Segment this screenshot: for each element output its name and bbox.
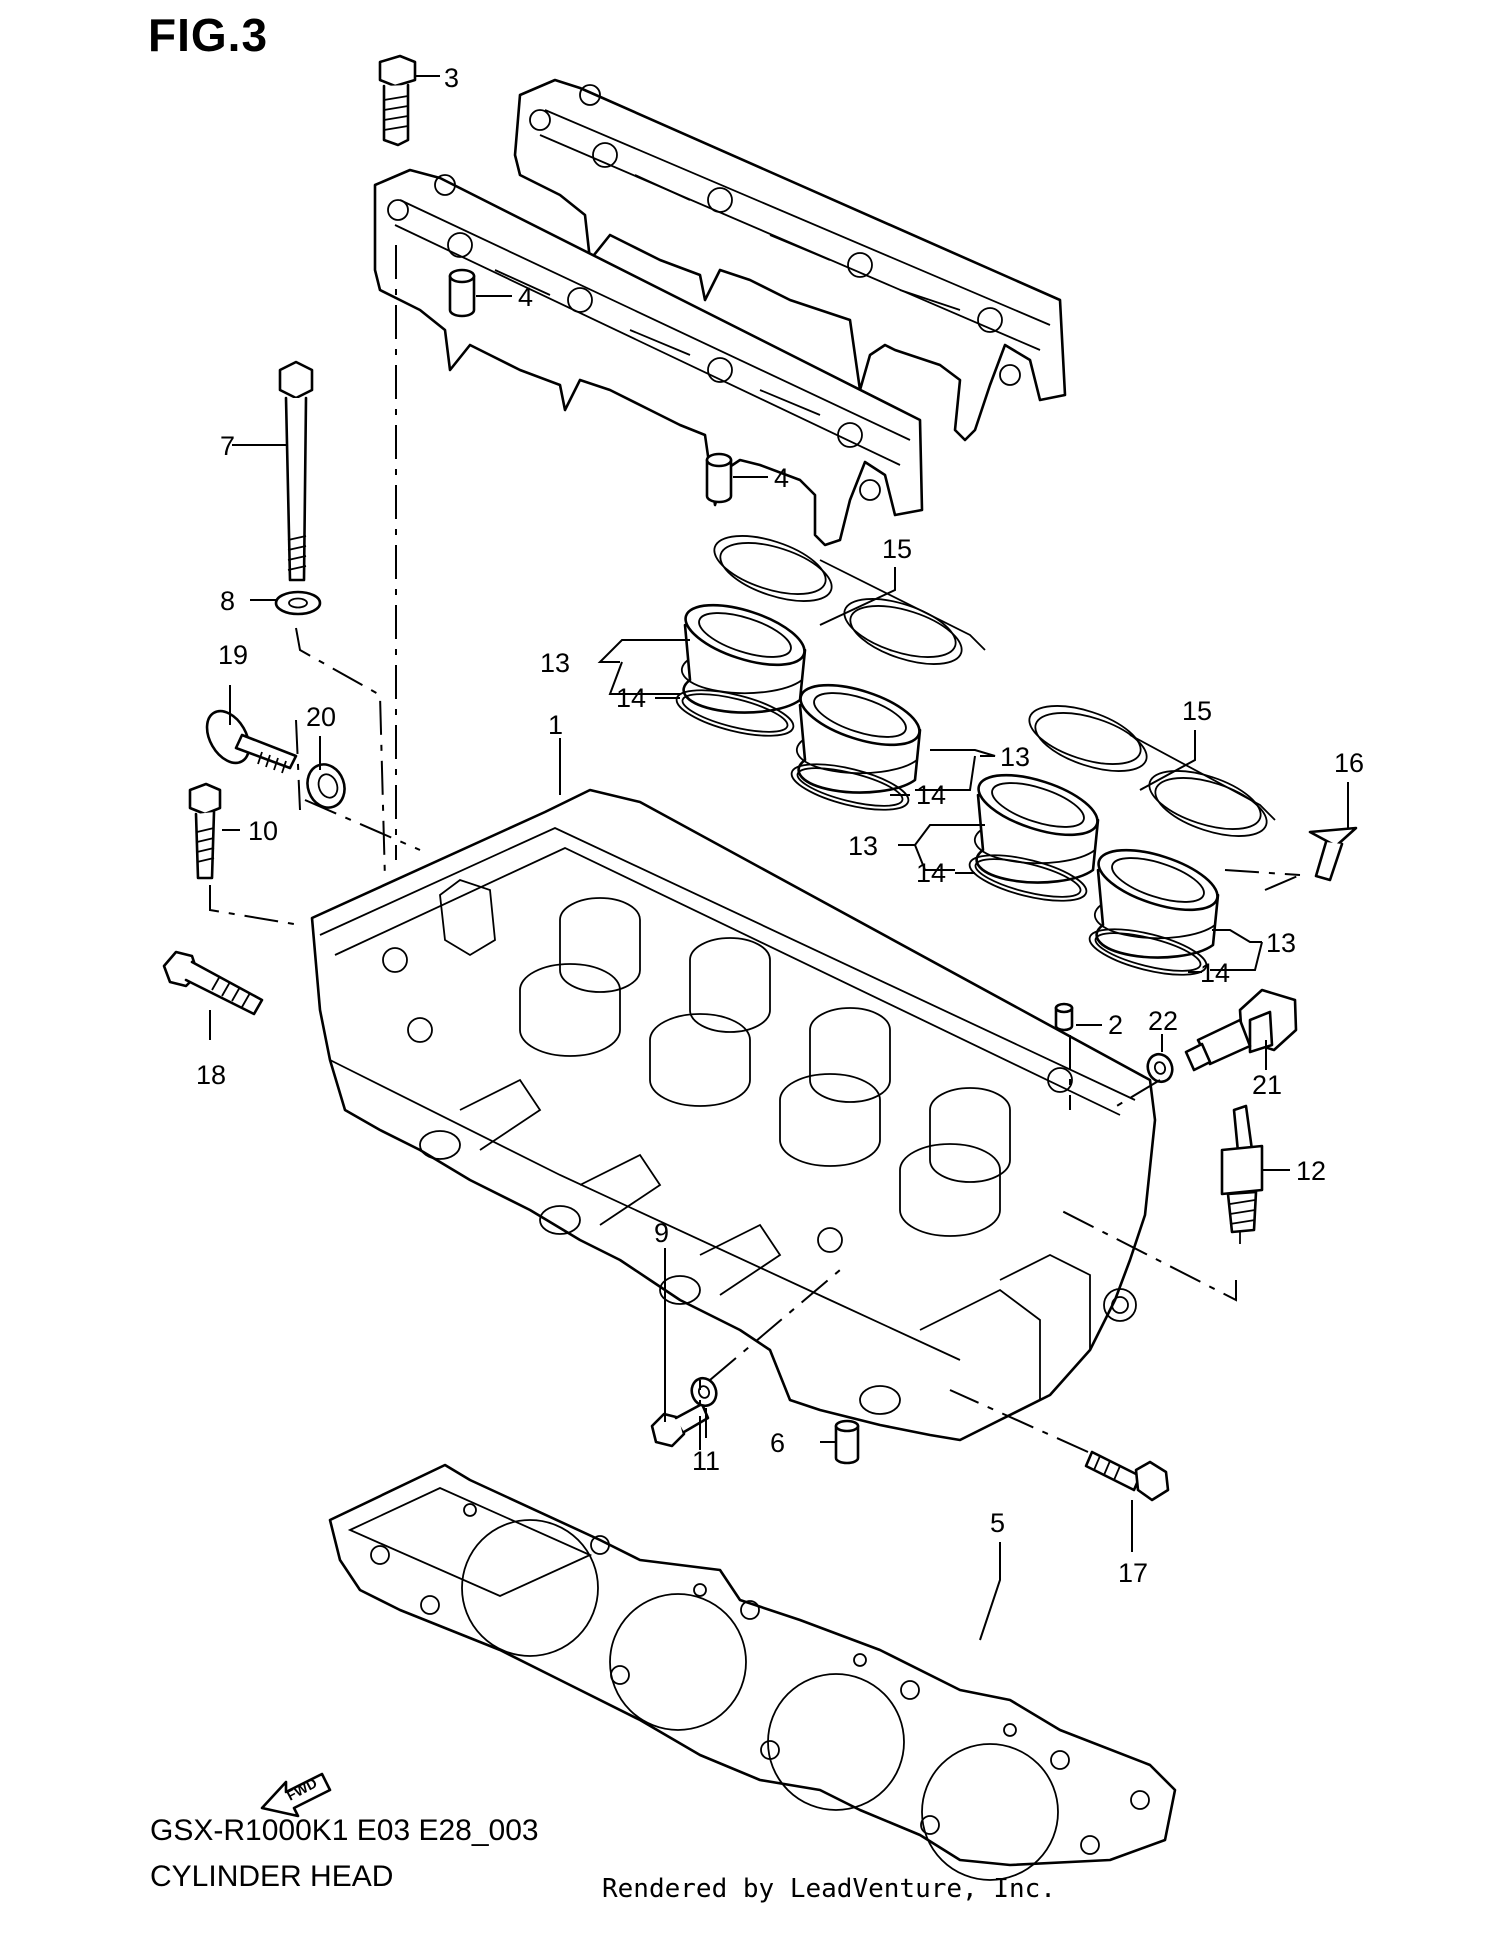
callout-14c: 14 [916,858,946,888]
washer-8 [274,590,322,616]
figure-title: FIG.3 [148,9,269,61]
bolt-19 [205,709,298,774]
callout-5: 5 [990,1508,1005,1538]
callout-14b: 14 [916,780,946,810]
washer-22 [1146,1052,1174,1084]
dowel-pin-4-upper [448,268,476,318]
bolt-17 [1084,1450,1170,1502]
intake-pipe-set [675,535,1276,976]
spark-plug-12 [1220,1104,1264,1244]
camshaft-holder-front [373,168,924,547]
rendered-by-credit: Rendered by LeadVenture, Inc. [602,1874,1056,1904]
callout-4a: 4 [518,282,533,312]
callout-15a: 15 [882,534,912,564]
washer-11 [690,1376,718,1408]
bolt-18 [162,950,264,1016]
callout-21: 21 [1252,1070,1282,1100]
dowel-2 [1054,1002,1074,1032]
long-bolt-7 [278,360,314,582]
forward-direction-arrow: FWD [260,1772,332,1818]
callout-6: 6 [770,1428,785,1458]
callout-18: 18 [196,1060,226,1090]
section-name: CYLINDER HEAD [150,1860,394,1893]
leader-lines [209,75,1349,1641]
screw-16 [1308,826,1358,882]
model-code: GSX-R1000K1 E03 E28_003 [150,1814,539,1847]
callout-2: 2 [1108,1010,1123,1040]
temperature-sensor-21 [1184,988,1298,1072]
callout-10: 10 [248,816,278,846]
callout-16: 16 [1334,748,1364,778]
head-gasket-5 [328,1463,1177,1881]
dowel-6 [834,1419,860,1465]
callout-9: 9 [654,1218,669,1248]
dowel-pin-4-lower [705,452,733,504]
callout-1: 1 [548,710,563,740]
callout-11: 11 [692,1446,720,1476]
callout-14d: 14 [1200,958,1230,988]
callout-17: 17 [1118,1558,1148,1588]
callout-13c: 13 [848,831,878,861]
callout-labels: 1 2 3 4 4 5 6 7 8 9 10 11 12 13 13 13 13… [196,63,1364,1588]
callout-4b: 4 [774,463,789,493]
alignment-lines [209,245,1301,1453]
callout-14a: 14 [616,683,646,713]
callout-13a: 13 [540,648,570,678]
bolt-10 [188,782,222,880]
callout-3: 3 [444,63,459,93]
callout-8: 8 [220,586,235,616]
callout-20: 20 [306,702,336,732]
callout-13b: 13 [1000,742,1030,772]
callout-12: 12 [1296,1156,1326,1186]
callout-22: 22 [1148,1006,1178,1036]
cylinder-head-1 [310,788,1157,1442]
oil-seal-20 [306,763,346,809]
callout-15b: 15 [1182,696,1212,726]
callout-7: 7 [220,431,235,461]
bolt-3 [378,54,417,147]
callout-19: 19 [218,640,248,670]
callout-13d: 13 [1266,928,1296,958]
